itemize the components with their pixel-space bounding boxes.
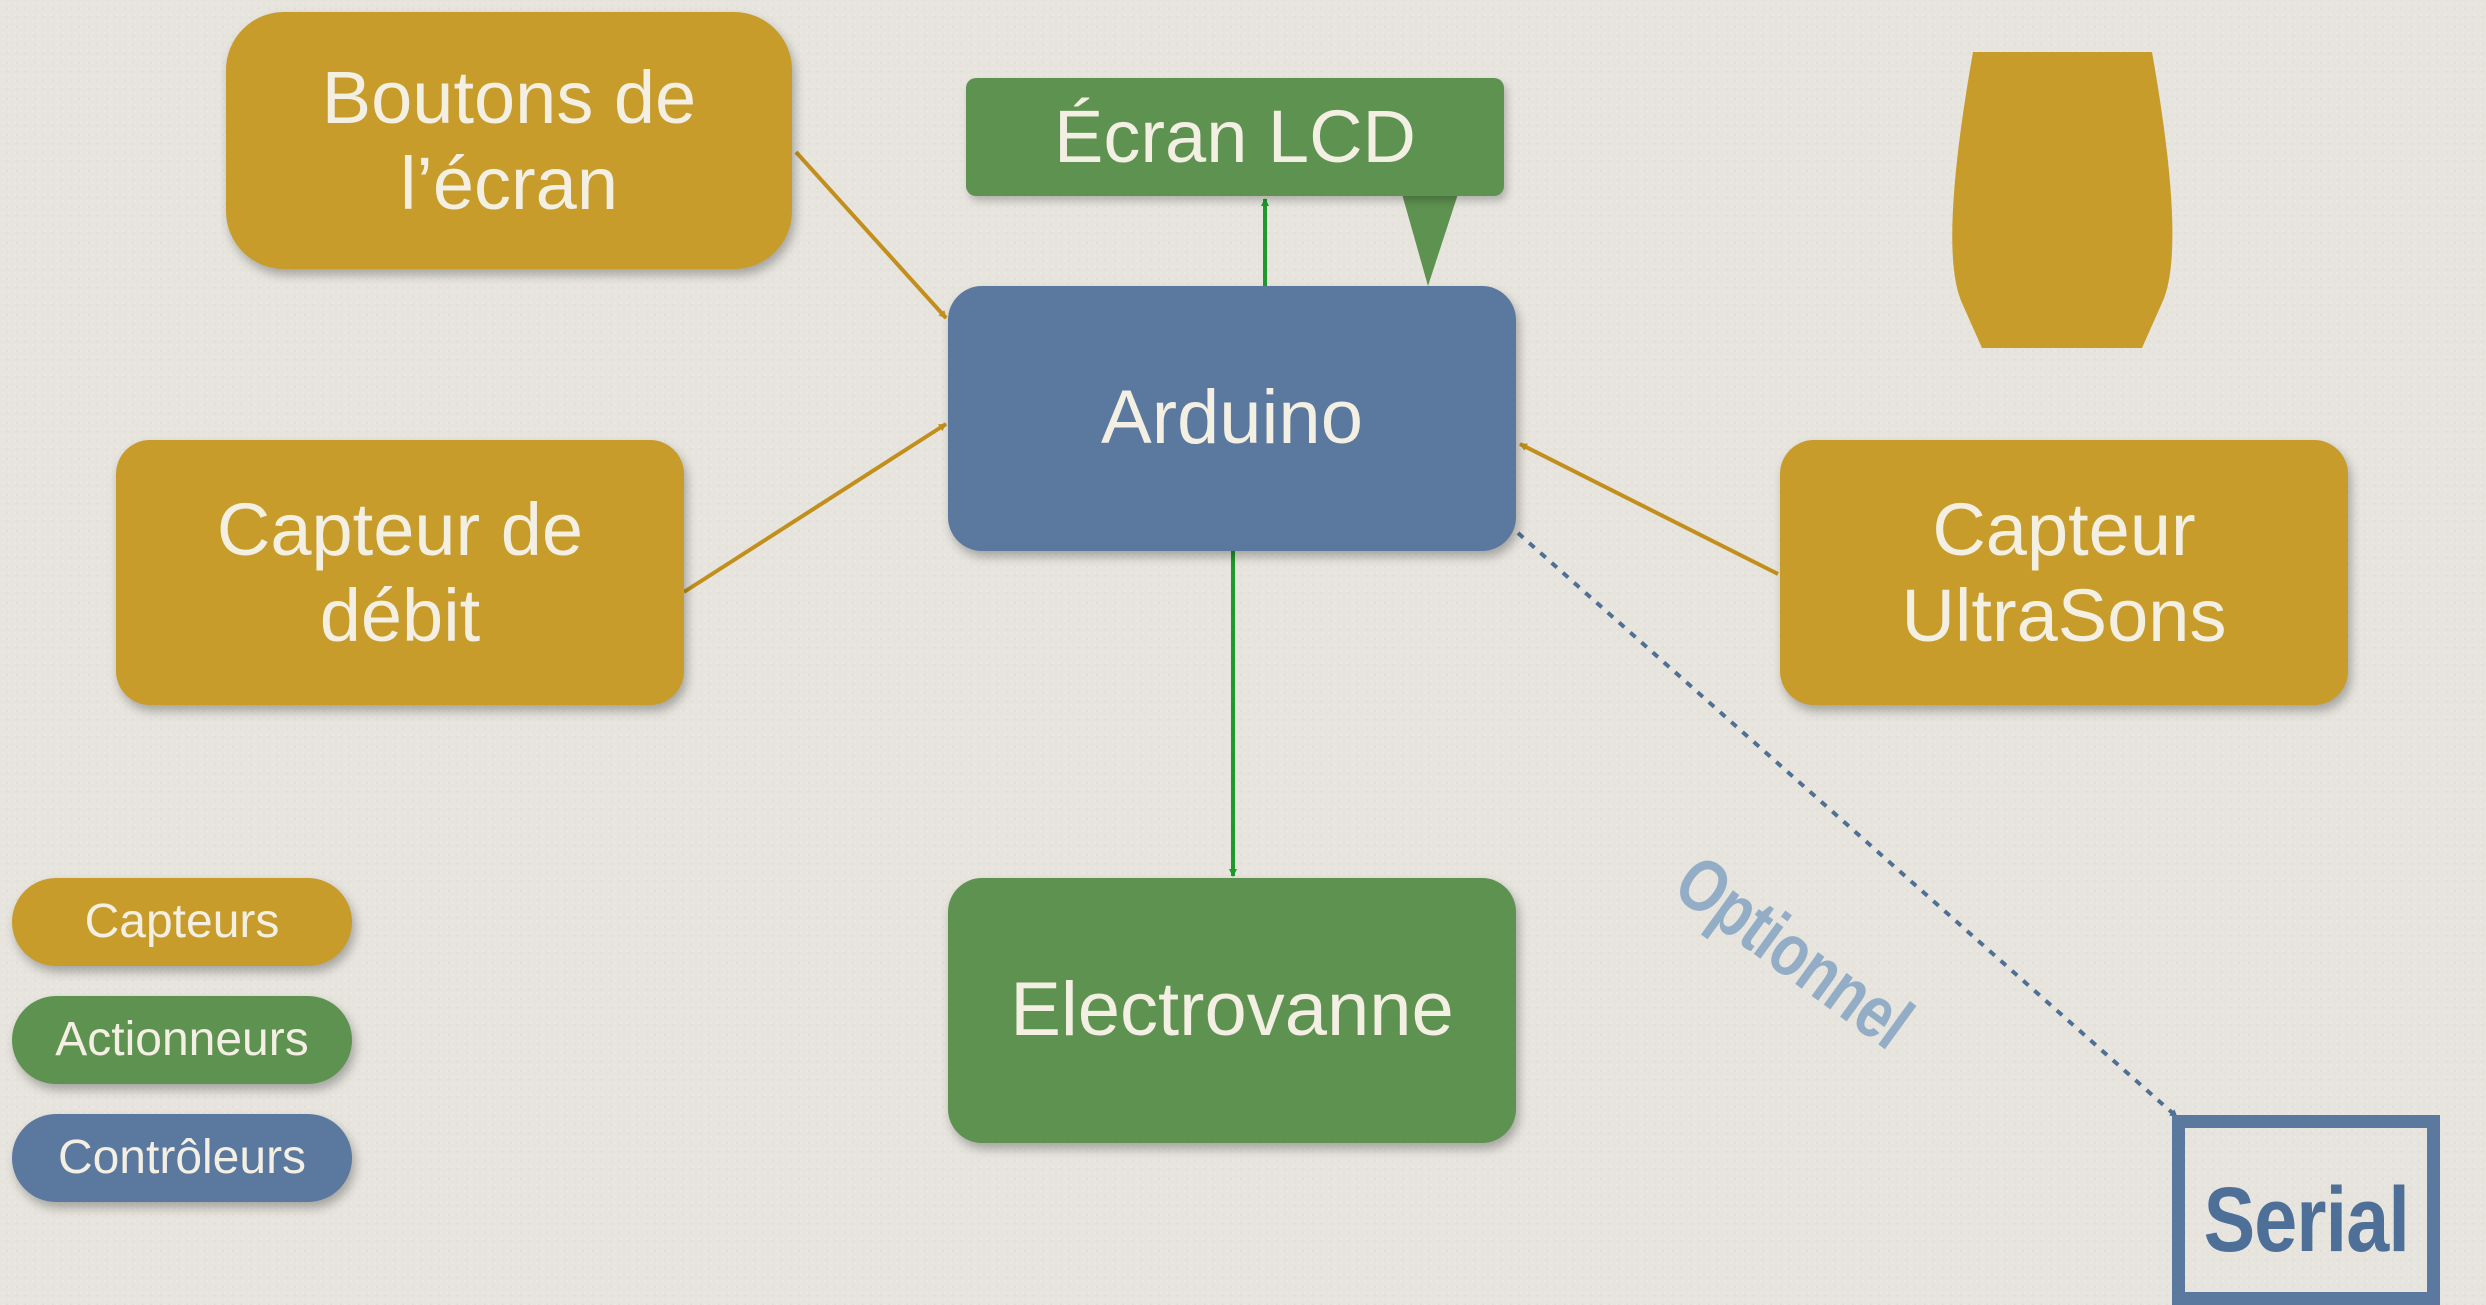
arrow-buttons-to-arduino	[794, 150, 948, 320]
arrow-arduino-to-serial-optional	[1516, 531, 2179, 1119]
legend-actuators-label: Actionneurs	[55, 1013, 309, 1067]
lcd-node-label: Écran LCD	[1054, 95, 1416, 179]
buttons-node: Boutons de l’écran	[226, 12, 792, 269]
arduino-node: Arduino	[948, 286, 1516, 551]
arrow-ultrasonic-to-arduino	[1519, 442, 1779, 576]
legend-controllers-label: Contrôleurs	[57, 1131, 307, 1185]
valve-node: Electrovanne	[948, 878, 1516, 1143]
arrow-flow-sensor-to-arduino	[682, 422, 948, 594]
flow-sensor-node-label: Capteur de débit	[216, 487, 584, 657]
buttons-node-label: Boutons de l’écran	[321, 55, 697, 225]
flow-sensor-node: Capteur de débit	[116, 440, 684, 705]
lcd-callout-pointer	[1402, 194, 1458, 286]
ultrasonic-node: Capteur UltraSons	[1780, 440, 2348, 705]
legend-sensors: Capteurs	[12, 878, 352, 966]
legend-controllers: Contrôleurs	[12, 1114, 352, 1202]
cup-icon	[1952, 52, 2173, 348]
arduino-node-label: Arduino	[1101, 375, 1363, 461]
legend-sensors-label: Capteurs	[84, 895, 280, 949]
ultrasonic-node-label: Capteur UltraSons	[1901, 487, 2227, 657]
serial-label: Serial	[2203, 1169, 2409, 1271]
legend-actuators: Actionneurs	[12, 996, 352, 1084]
lcd-node: Écran LCD	[966, 78, 1504, 196]
valve-node-label: Electrovanne	[1010, 967, 1454, 1053]
serial-box: Serial	[2172, 1115, 2440, 1305]
